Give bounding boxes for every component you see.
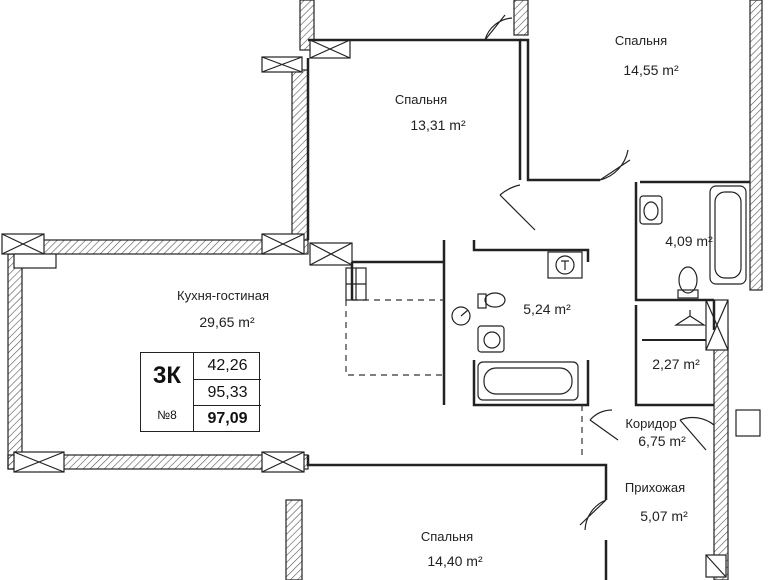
doors xyxy=(484,14,715,531)
room-label-corridor: Коридор xyxy=(625,416,677,431)
living-area-value: 42,26 xyxy=(207,357,248,374)
apartment-info-badge: 3К №8 42,26 95,33 97,09 xyxy=(140,352,261,432)
total-area-value: 95,33 xyxy=(194,379,261,405)
fixtures xyxy=(345,185,747,401)
windows xyxy=(1,39,761,578)
dashed-lines xyxy=(345,299,583,455)
apartment-areas: 42,26 95,33 97,09 xyxy=(193,353,261,431)
apartment-type: 3К xyxy=(153,362,181,389)
room-area-bathroom-2: 5,24 m² xyxy=(523,301,571,317)
room-area-hallway: 5,07 m² xyxy=(640,508,688,524)
apartment-number: №8 xyxy=(157,408,177,422)
room-area-wardrobe: 2,27 m² xyxy=(652,356,700,372)
room-area-bedroom-1: 14,55 m² xyxy=(623,62,679,78)
room-label-kitchen-living: Кухня-гостиная xyxy=(177,288,269,303)
room-area-bedroom-2: 13,31 m² xyxy=(410,117,466,133)
room-label-bedroom-2: Спальня xyxy=(394,92,448,107)
room-area-corridor: 6,75 m² xyxy=(638,433,686,449)
room-area-bathroom-1: 4,09 m² xyxy=(665,233,713,249)
room-label-bedroom-1: Спальня xyxy=(614,33,668,48)
interior-walls xyxy=(306,38,750,580)
room-area-kitchen-living: 29,65 m² xyxy=(199,314,255,330)
room-area-bedroom-3: 14,40 m² xyxy=(427,553,483,569)
room-label-bedroom-3: Спальня xyxy=(420,529,474,544)
total-with-balcony-value: 97,09 xyxy=(194,405,261,431)
room-label-hallway: Прихожая xyxy=(624,480,686,495)
exterior-walls xyxy=(7,0,763,580)
